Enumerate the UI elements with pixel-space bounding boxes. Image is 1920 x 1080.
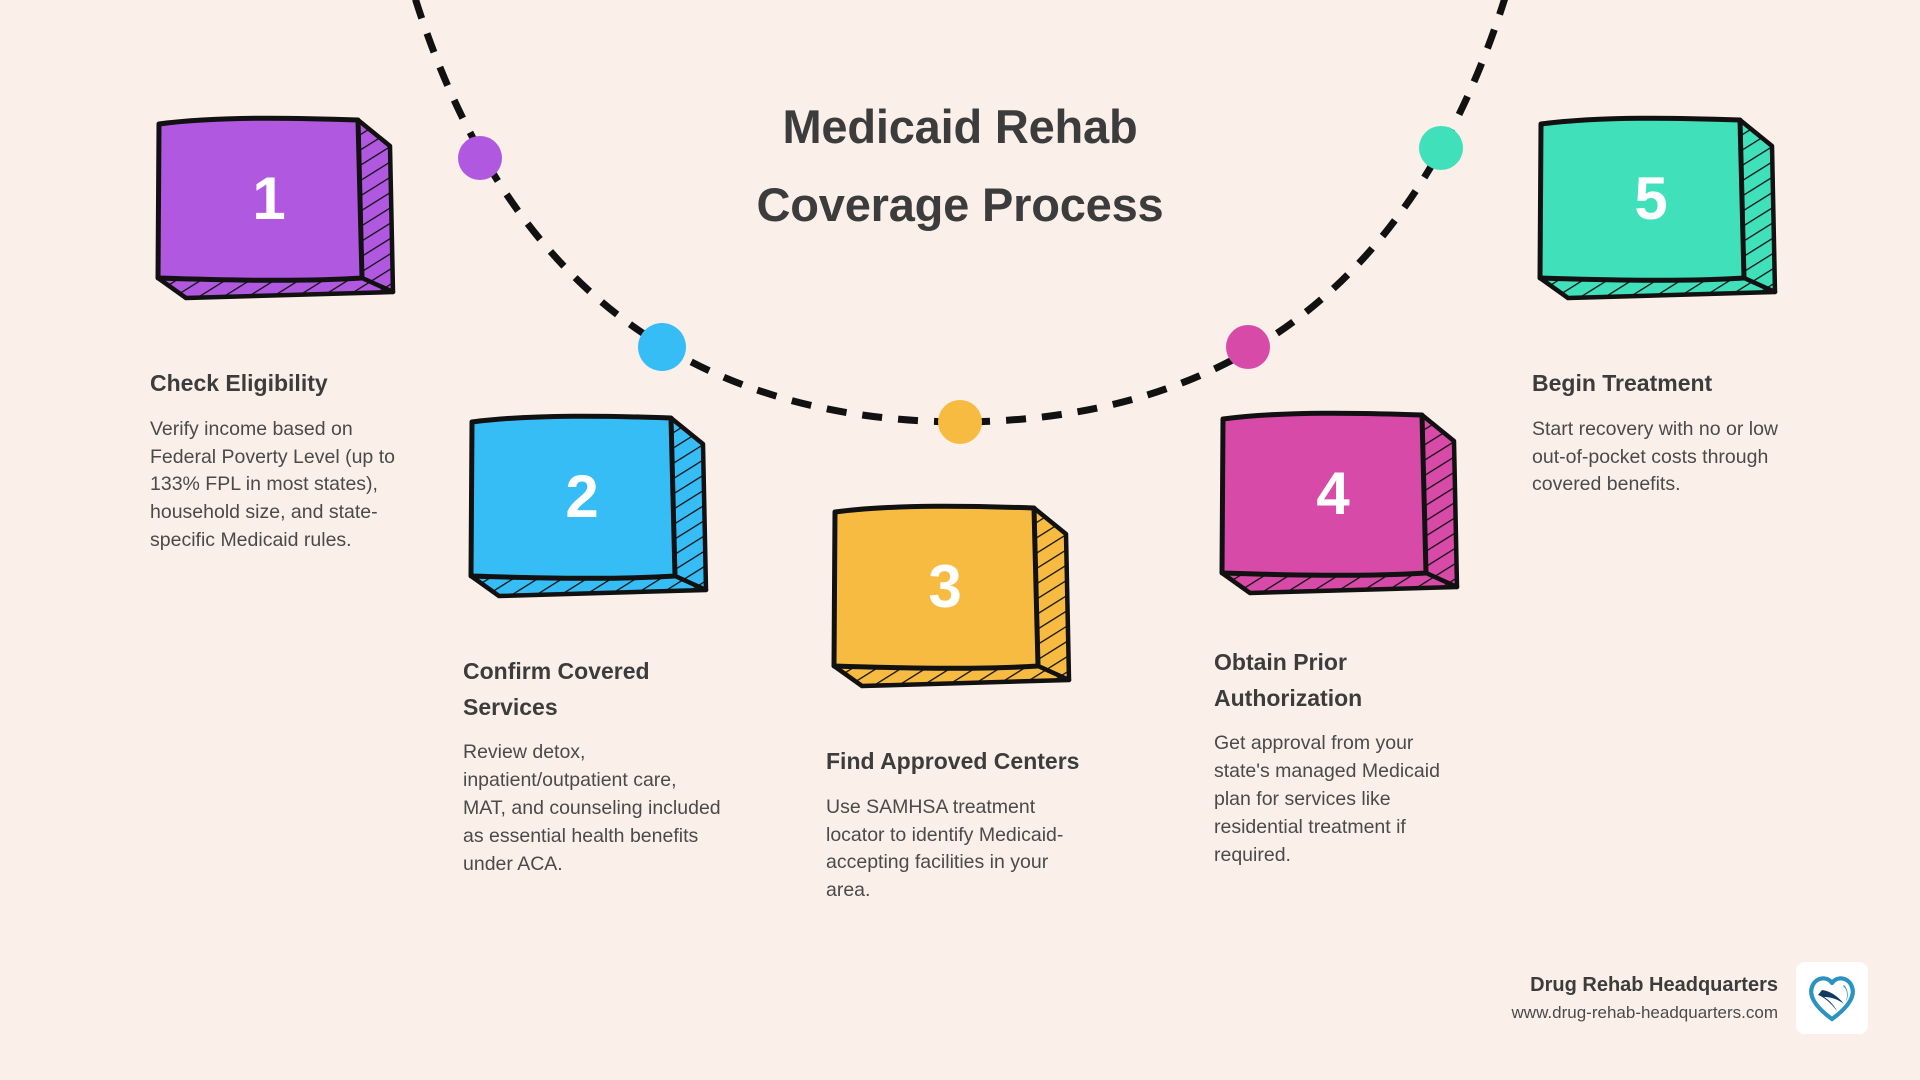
step-2-text: Confirm Covered Services Review detox, i…: [463, 654, 721, 879]
step-5-card-shape: [1537, 115, 1778, 301]
page-title: Medicaid Rehab Coverage Process: [660, 88, 1260, 243]
arc-dot-step-5: [1419, 126, 1463, 170]
brand-name: Drug Rehab Headquarters: [1530, 974, 1778, 997]
step-3: 3 Find Approved Centers Use SAMHSA treat…: [826, 500, 1084, 905]
step-4-text: Obtain Prior Authorization Get approval …: [1214, 645, 1472, 870]
brand-url[interactable]: www.drug-rehab-headquarters.com: [1511, 1003, 1778, 1023]
step-3-text: Find Approved Centers Use SAMHSA treatme…: [826, 744, 1084, 905]
footer-text-block: Drug Rehab Headquarters www.drug-rehab-h…: [1512, 970, 1778, 1026]
title-line-2: Coverage Process: [756, 177, 1164, 231]
step-4-title: Obtain Prior Authorization: [1214, 649, 1363, 711]
step-3-card[interactable]: 3: [826, 500, 1076, 696]
step-1-card[interactable]: 1: [150, 112, 400, 308]
arc-dot-step-3: [938, 400, 982, 444]
step-5-text: Begin Treatment Start recovery with no o…: [1532, 366, 1790, 499]
step-1-text: Check Eligibility Verify income based on…: [150, 366, 408, 555]
step-4-card-shape: [1219, 410, 1460, 596]
step-1-title: Check Eligibility: [150, 370, 328, 396]
step-1-description: Verify income based on Federal Poverty L…: [150, 417, 395, 552]
step-4-card[interactable]: 4: [1214, 407, 1464, 603]
step-3-title: Find Approved Centers: [826, 748, 1080, 774]
step-2-title: Confirm Covered Services: [463, 658, 650, 720]
step-5-title: Begin Treatment: [1532, 370, 1713, 396]
step-4-description: Get approval from your state's managed M…: [1214, 732, 1440, 866]
footer-branding: Drug Rehab Headquarters www.drug-rehab-h…: [1512, 962, 1868, 1034]
step-1: 1 Check Eligibility Verify income based …: [150, 112, 408, 555]
arc-dot-step-2: [638, 323, 686, 371]
title-line-1: Medicaid Rehab: [782, 100, 1138, 153]
arc-dot-step-4: [1226, 325, 1270, 369]
step-2-card-shape: [468, 413, 709, 599]
step-1-card-shape: [155, 115, 396, 301]
step-2-card[interactable]: 2: [463, 410, 713, 606]
step-3-description: Use SAMHSA treatment locator to identify…: [826, 795, 1064, 902]
logo-mark: [1809, 976, 1855, 1022]
step-2: 2 Confirm Covered Services Review detox,…: [463, 410, 721, 879]
heart-swoosh-logo-icon: [1796, 962, 1868, 1034]
arc-dot-step-1: [458, 136, 502, 180]
step-4: 4 Obtain Prior Authorization Get approva…: [1214, 407, 1472, 870]
step-3-card-shape: [831, 503, 1072, 689]
step-5-description: Start recovery with no or low out-of-poc…: [1532, 417, 1779, 496]
step-5: 5 Begin Treatment Start recovery with no…: [1532, 112, 1790, 499]
step-2-description: Review detox, inpatient/outpatient care,…: [463, 741, 721, 875]
step-5-card[interactable]: 5: [1532, 112, 1782, 308]
